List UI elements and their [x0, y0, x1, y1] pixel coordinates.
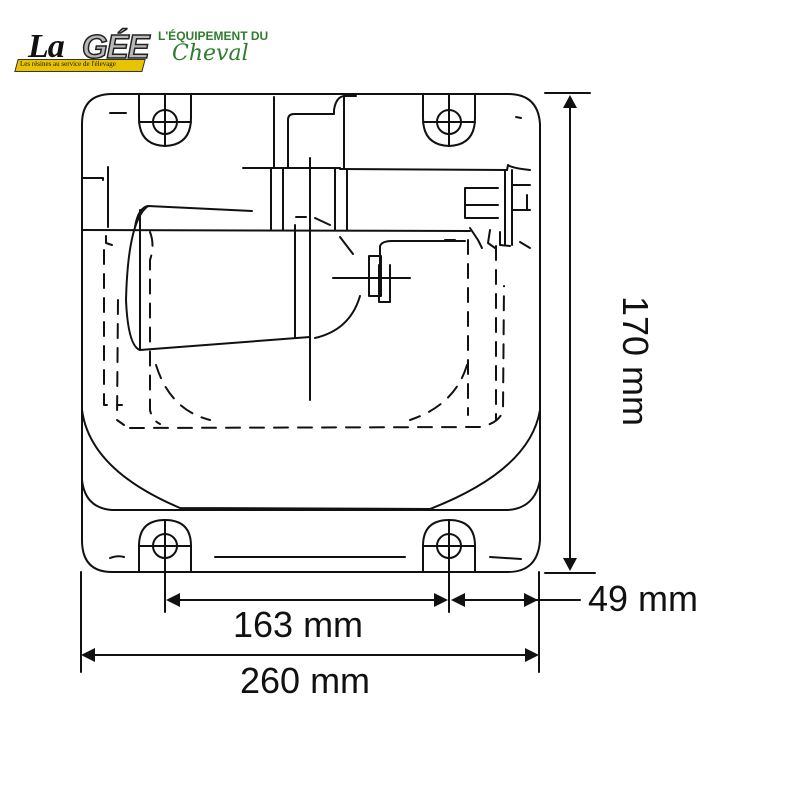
- brand-logo: La GÉE Les résines au service de l'éleva…: [12, 24, 292, 76]
- logo-slogan-line2: Cheval: [172, 41, 249, 66]
- valve-housing: [81, 95, 508, 401]
- edge-offset-dimension-label: 49 mm: [588, 578, 699, 619]
- dim-line-260: [81, 648, 539, 662]
- hole-spacing-dimension-label: 163 mm: [233, 604, 364, 645]
- top-left-lug: [138, 93, 192, 147]
- right-mechanism: [444, 164, 531, 249]
- bottom-left-lug: [138, 519, 192, 613]
- outer-frame: [81, 93, 541, 573]
- bowl-base-line: [81, 479, 541, 511]
- bowl-curve: [81, 409, 541, 510]
- height-dimension-label: 170 mm: [615, 295, 656, 427]
- logo-tagline: Les résines au service de l'élevage: [20, 60, 116, 68]
- logo-la-text: La: [28, 28, 65, 65]
- left-details: [81, 166, 113, 246]
- logo-slogan-line1: L'ÉQUIPEMENT DU: [158, 29, 269, 43]
- width-dimension-label: 260 mm: [240, 660, 371, 701]
- top-right-lug: [422, 93, 476, 147]
- float-arm: [314, 236, 466, 339]
- dim-line-170: [544, 92, 596, 574]
- dim-line-163: [166, 593, 448, 607]
- float-body: [125, 205, 311, 351]
- dashed-bowl: [103, 231, 505, 429]
- dim-line-49: [451, 593, 581, 607]
- bottom-right-lug: [422, 519, 476, 613]
